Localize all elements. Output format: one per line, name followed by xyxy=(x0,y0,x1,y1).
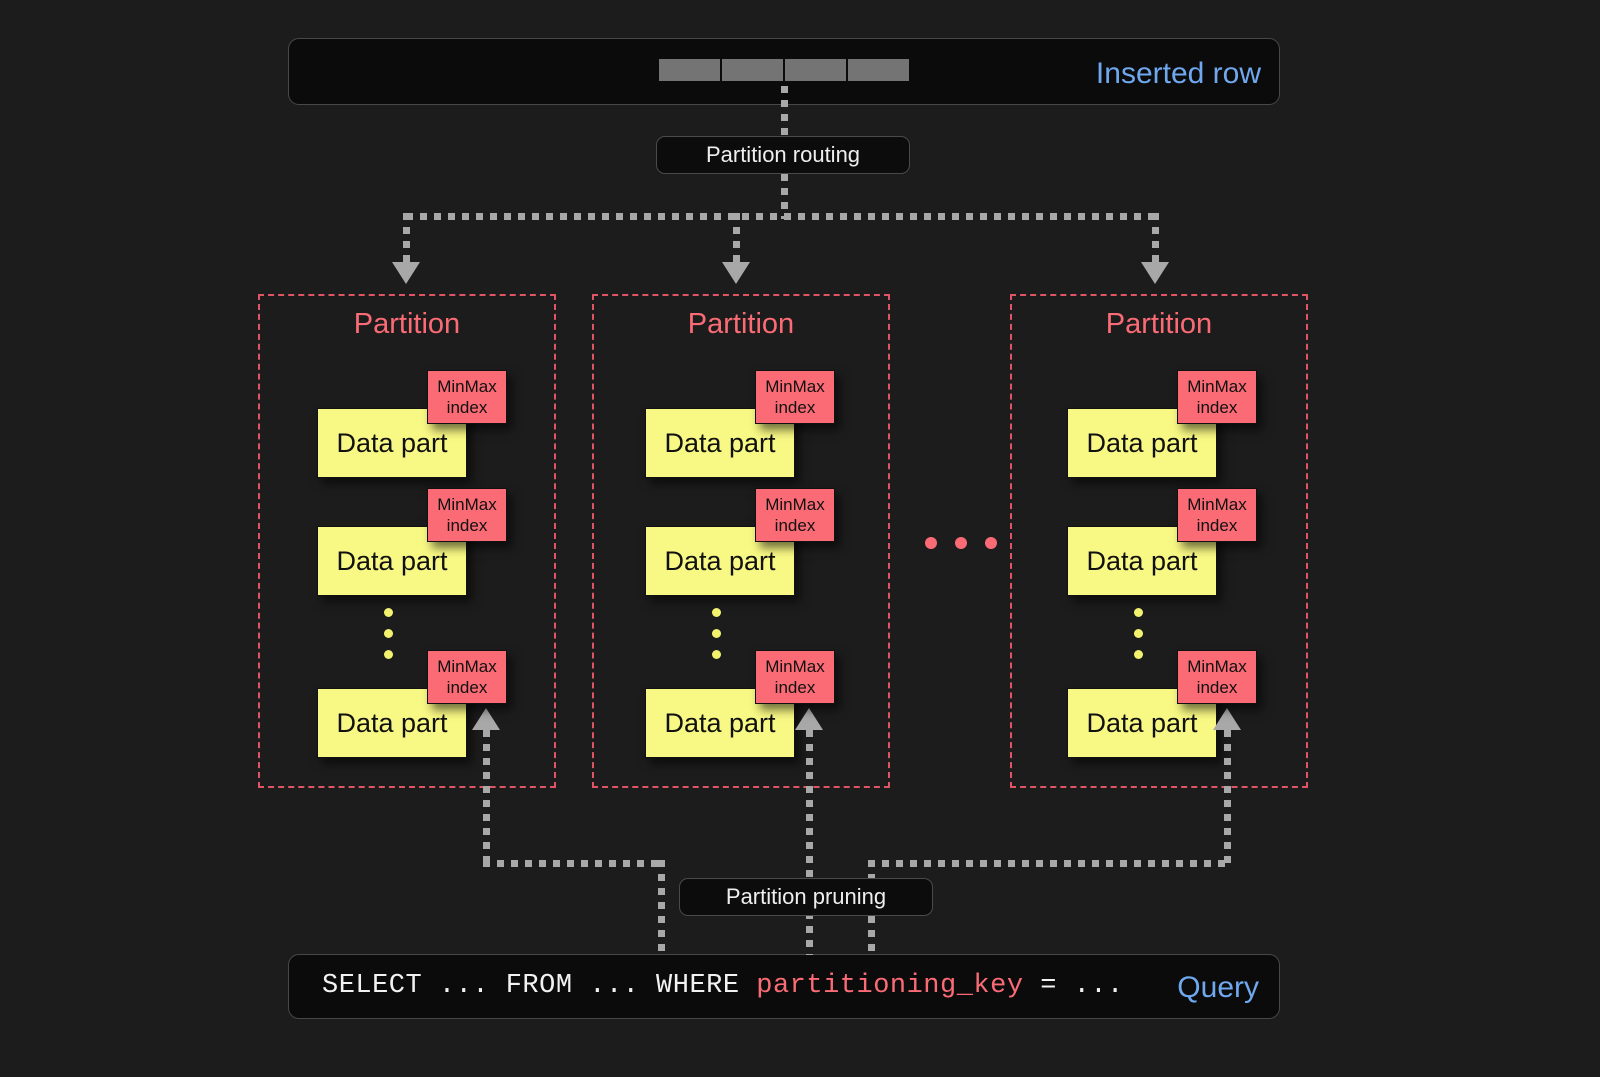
partition-title: Partition xyxy=(1105,308,1213,340)
sql-prefix: SELECT ... FROM ... WHERE xyxy=(322,971,757,1001)
routing-arrow-2 xyxy=(722,262,750,284)
ellipsis-dot xyxy=(955,537,967,549)
routing-bus-line xyxy=(406,213,1158,220)
partition-title: Partition xyxy=(353,308,461,340)
pruning-arrow-3 xyxy=(1213,708,1241,730)
sql-query-text: SELECT ... FROM ... WHERE partitioning_k… xyxy=(322,971,1124,1001)
ellipsis-dot xyxy=(1134,629,1143,638)
minmax-index-line1: MinMax xyxy=(765,656,825,676)
minmax-index-line1: MinMax xyxy=(1187,494,1247,514)
minmax-index-line1: MinMax xyxy=(437,376,497,396)
connector-routing-to-bus xyxy=(781,174,788,219)
ellipsis-dot xyxy=(985,537,997,549)
ellipsis-dot xyxy=(925,537,937,549)
row-cell xyxy=(785,59,846,81)
ellipsis-dot xyxy=(384,608,393,617)
partition-pruning-label: Partition pruning xyxy=(725,884,887,909)
pruning-bus-right xyxy=(868,860,1231,867)
minmax-index-box: MinMax index xyxy=(755,488,835,542)
query-label: Query xyxy=(1177,971,1259,1004)
minmax-index-line2: index xyxy=(446,398,488,417)
data-part-box[interactable]: Data part xyxy=(317,526,467,596)
data-part-box[interactable]: Data part xyxy=(645,408,795,478)
minmax-index-line1: MinMax xyxy=(765,376,825,396)
minmax-index-box: MinMax index xyxy=(427,488,507,542)
minmax-index-line2: index xyxy=(1196,678,1238,697)
minmax-index-box: MinMax index xyxy=(1177,488,1257,542)
inserted-row-label: Inserted row xyxy=(1095,57,1261,90)
pruning-riser-1 xyxy=(483,730,490,863)
routing-drop-3 xyxy=(1152,213,1159,264)
partition-2[interactable]: Partition MinMax index Data part MinMax … xyxy=(592,294,890,788)
pruning-riser-2 xyxy=(806,730,813,955)
pruning-arrow-2 xyxy=(795,708,823,730)
sql-suffix: = ... xyxy=(1023,971,1124,1001)
ellipsis-dot xyxy=(712,608,721,617)
minmax-index-line1: MinMax xyxy=(437,494,497,514)
ellipsis-dot xyxy=(712,650,721,659)
minmax-index-line2: index xyxy=(1196,398,1238,417)
partition-1[interactable]: Partition MinMax index Data part MinMax … xyxy=(258,294,556,788)
pruning-riser-3 xyxy=(1224,730,1231,863)
partition-title: Partition xyxy=(687,308,795,340)
minmax-index-line2: index xyxy=(774,678,816,697)
row-cell xyxy=(848,59,909,81)
sql-partitioning-key: partitioning_key xyxy=(756,971,1024,1001)
pruning-arrow-1 xyxy=(472,708,500,730)
partition-3[interactable]: Partition MinMax index Data part MinMax … xyxy=(1010,294,1308,788)
connector-row-to-routing xyxy=(781,86,788,136)
routing-arrow-1 xyxy=(392,262,420,284)
minmax-index-line1: MinMax xyxy=(1187,656,1247,676)
minmax-index-box: MinMax index xyxy=(1177,650,1257,704)
minmax-index-box: MinMax index xyxy=(1177,370,1257,424)
minmax-index-box: MinMax index xyxy=(427,370,507,424)
pruning-drop-left xyxy=(658,860,665,955)
partition-pruning-box: Partition pruning xyxy=(679,878,933,916)
routing-drop-2 xyxy=(733,213,740,264)
data-part-ellipsis xyxy=(712,608,721,659)
routing-arrow-3 xyxy=(1141,262,1169,284)
minmax-index-box: MinMax index xyxy=(427,650,507,704)
row-cell xyxy=(722,59,783,81)
minmax-index-line2: index xyxy=(774,398,816,417)
minmax-index-line2: index xyxy=(446,678,488,697)
ellipsis-dot xyxy=(712,629,721,638)
row-cell xyxy=(659,59,720,81)
partitions-ellipsis xyxy=(925,537,997,549)
minmax-index-line2: index xyxy=(1196,516,1238,535)
ellipsis-dot xyxy=(384,629,393,638)
minmax-index-line2: index xyxy=(774,516,816,535)
minmax-index-box: MinMax index xyxy=(755,370,835,424)
minmax-index-line1: MinMax xyxy=(765,494,825,514)
partition-routing-label: Partition routing xyxy=(705,142,861,167)
routing-drop-1 xyxy=(403,213,410,264)
data-part-ellipsis xyxy=(384,608,393,659)
pruning-bus-left xyxy=(483,860,665,867)
ellipsis-dot xyxy=(1134,650,1143,659)
ellipsis-dot xyxy=(384,650,393,659)
query-bar: Query xyxy=(288,954,1280,1019)
minmax-index-box: MinMax index xyxy=(755,650,835,704)
partition-routing-box: Partition routing xyxy=(656,136,910,174)
minmax-index-line2: index xyxy=(446,516,488,535)
inserted-row-cells xyxy=(659,59,909,81)
minmax-index-line1: MinMax xyxy=(1187,376,1247,396)
ellipsis-dot xyxy=(1134,608,1143,617)
minmax-index-line1: MinMax xyxy=(437,656,497,676)
data-part-ellipsis xyxy=(1134,608,1143,659)
